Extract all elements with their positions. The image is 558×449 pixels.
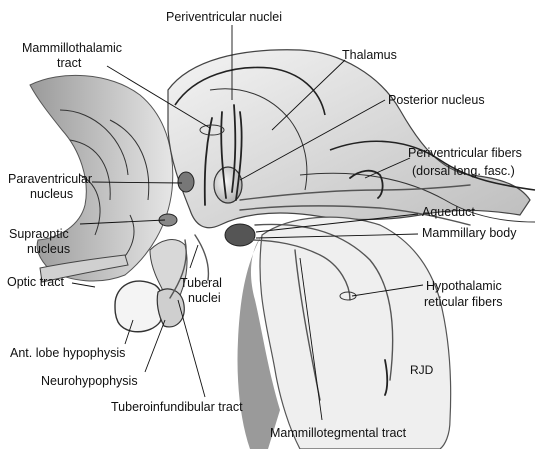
anterior-lobe-hypophysis <box>114 280 164 333</box>
mammillary-body-shape <box>224 223 256 247</box>
anatomy-drawing <box>29 49 536 449</box>
label-supraoptic-nucleus-line2: nucleus <box>27 242 70 256</box>
label-thalamus: Thalamus <box>342 48 397 62</box>
optic-tract-shape <box>39 254 129 283</box>
label-mammillary-body: Mammillary body <box>422 226 517 240</box>
label-posterior-nucleus: Posterior nucleus <box>388 93 485 107</box>
diagram-labels: Periventricular nuclei Mammillothalamic … <box>7 10 522 440</box>
pons-shadow <box>237 235 280 449</box>
label-paraventricular-nucleus-line2: nucleus <box>30 187 73 201</box>
cortex-gyri <box>29 74 174 282</box>
leader-lines <box>71 25 424 421</box>
label-supraoptic-nucleus-line1: Supraoptic <box>9 227 69 241</box>
thalamus-mass <box>167 49 531 229</box>
label-tuberoinfundibular-tract: Tuberoinfundibular tract <box>111 400 243 414</box>
label-mammillothalamic-tract-line1: Mammillothalamic <box>22 41 122 55</box>
brainstem <box>259 216 452 449</box>
paraventricular-nucleus-shape <box>177 171 195 193</box>
artist-signature: RJD <box>410 363 434 377</box>
label-periventricular-fibers-line2: (dorsal long. fasc.) <box>412 164 515 178</box>
label-tuberal-nuclei-line1: Tuberal <box>180 276 222 290</box>
label-aqueduct: Aqueduct <box>422 205 475 219</box>
label-periventricular-fibers-line1: Periventricular fibers <box>408 146 522 160</box>
label-mammillotegmental-tract: Mammillotegmental tract <box>270 426 407 440</box>
label-paraventricular-nucleus-line1: Paraventricular <box>8 172 92 186</box>
label-neurohypophysis: Neurohypophysis <box>41 374 138 388</box>
label-hypothalamic-reticular-fibers-line1: Hypothalamic <box>426 279 502 293</box>
label-hypothalamic-reticular-fibers-line2: reticular fibers <box>424 295 503 309</box>
label-mammillothalamic-tract-line2: tract <box>57 56 82 70</box>
label-optic-tract: Optic tract <box>7 275 64 289</box>
label-tuberal-nuclei-line2: nuclei <box>188 291 221 305</box>
label-periventricular-nuclei: Periventricular nuclei <box>166 10 282 24</box>
label-ant-lobe-hypophysis: Ant. lobe hypophysis <box>10 346 125 360</box>
posterior-nucleus-shape <box>213 166 243 204</box>
